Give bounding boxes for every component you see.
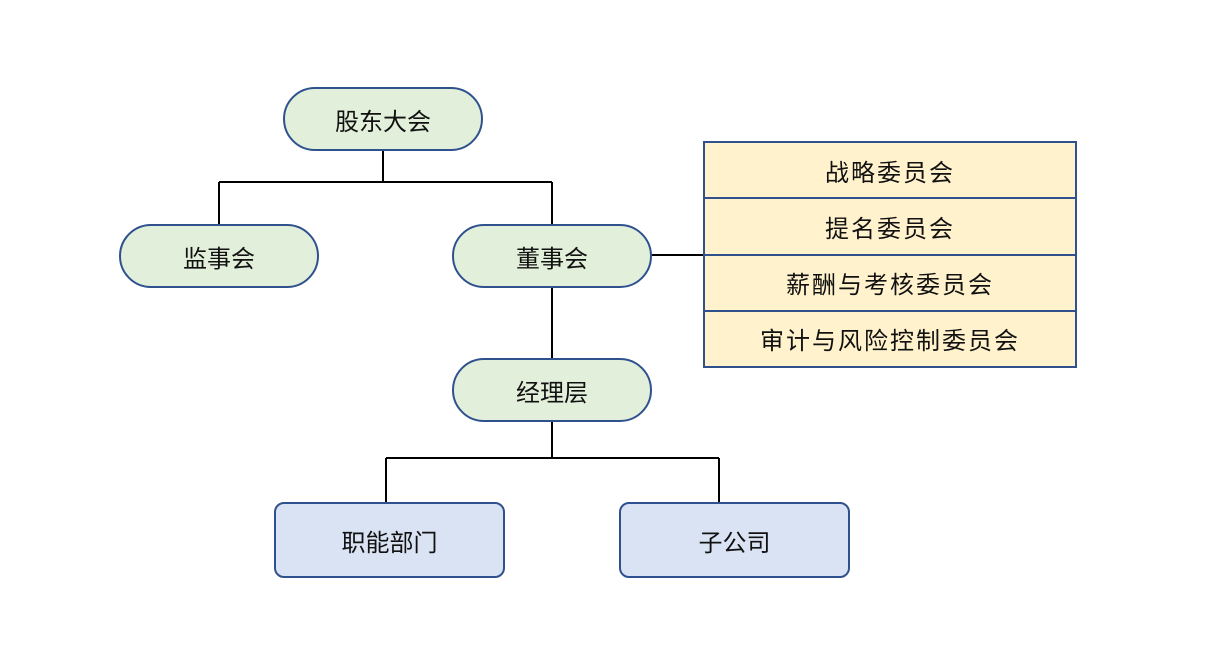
committee-compensation[interactable]: 薪酬与考核委员会 bbox=[705, 256, 1075, 312]
committee-audit-risk[interactable]: 审计与风险控制委员会 bbox=[705, 312, 1075, 366]
committee-compensation-label: 薪酬与考核委员会 bbox=[786, 271, 994, 300]
functional-departments-node[interactable]: 职能部门 bbox=[274, 502, 505, 578]
management-node[interactable]: 经理层 bbox=[452, 358, 652, 422]
subsidiaries-label: 子公司 bbox=[698, 528, 771, 557]
committee-strategy[interactable]: 战略委员会 bbox=[705, 143, 1075, 200]
subsidiaries-node[interactable]: 子公司 bbox=[619, 502, 850, 578]
board-of-directors-node[interactable]: 董事会 bbox=[452, 224, 652, 288]
supervisory-board-node[interactable]: 监事会 bbox=[119, 224, 319, 288]
board-of-directors-label: 董事会 bbox=[516, 244, 588, 273]
committee-strategy-label: 战略委员会 bbox=[825, 158, 955, 187]
committee-audit-risk-label: 审计与风险控制委员会 bbox=[760, 327, 1020, 356]
committee-nomination-label: 提名委员会 bbox=[825, 214, 955, 243]
committee-nomination[interactable]: 提名委员会 bbox=[705, 199, 1075, 256]
committees-box: 战略委员会 提名委员会 薪酬与考核委员会 审计与风险控制委员会 bbox=[703, 141, 1077, 368]
shareholders-meeting-label: 股东大会 bbox=[335, 107, 431, 136]
supervisory-board-label: 监事会 bbox=[183, 244, 255, 273]
functional-departments-label: 职能部门 bbox=[341, 528, 438, 557]
shareholders-meeting-node[interactable]: 股东大会 bbox=[283, 87, 483, 151]
management-label: 经理层 bbox=[516, 378, 588, 407]
